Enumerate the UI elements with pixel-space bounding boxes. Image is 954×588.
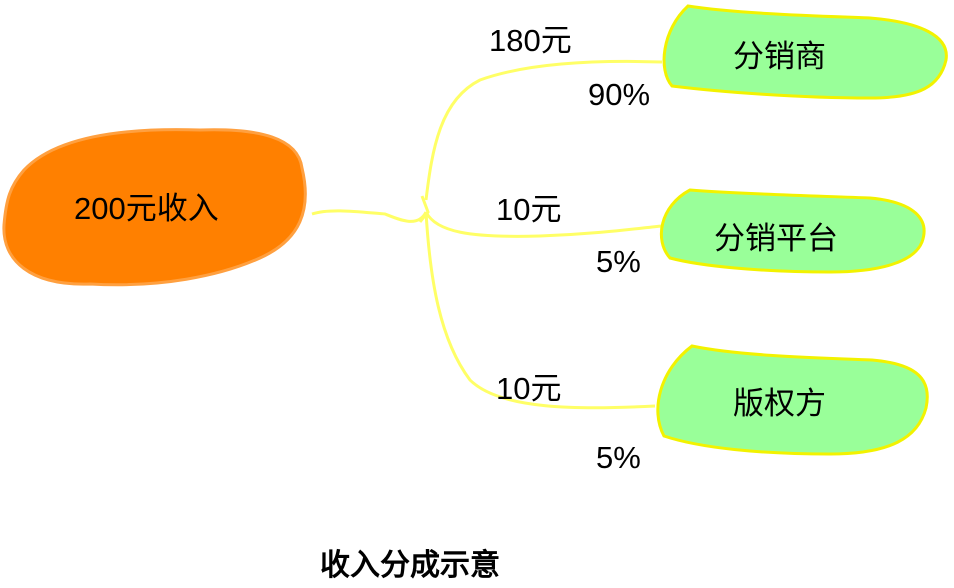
- connector-branch-1: [424, 59, 663, 201]
- connector-branch-2: [424, 211, 663, 238]
- target-node-label-1: 分销商: [733, 39, 826, 74]
- branch-percent-2: 5%: [596, 244, 641, 279]
- branch-amount-2: 10元: [496, 192, 562, 227]
- target-node-label-2: 分销平台: [714, 221, 838, 256]
- target-node-shape-1: [662, 4, 948, 100]
- connector-branch-3: [424, 211, 656, 410]
- target-node-shape-2: [659, 188, 926, 274]
- source-node-label: 200元收入: [74, 191, 219, 226]
- branch-amount-3: 10元: [496, 371, 562, 406]
- target-node-label-3: 版权方: [733, 386, 826, 421]
- diagram-caption: 收入分成示意: [320, 549, 500, 582]
- branch-percent-3: 5%: [596, 440, 641, 475]
- branch-percent-1: 90%: [588, 77, 651, 112]
- branch-amount-1: 180元: [489, 23, 572, 58]
- source-node-shape: [2, 128, 307, 287]
- target-node-shape-3: [656, 344, 929, 456]
- connector-tick: [418, 195, 430, 223]
- connector-main: [311, 209, 428, 223]
